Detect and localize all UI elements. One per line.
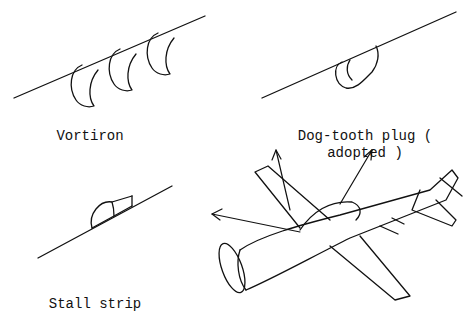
flow-arrow (212, 150, 372, 232)
leading-edge (262, 12, 456, 98)
dog-tooth-plug (336, 46, 378, 88)
leading-edge (14, 16, 205, 98)
part-name: Stall strip (30, 296, 160, 313)
part-name: Dog-tooth plug ( adopted ) (280, 128, 450, 162)
vortiron-fin (71, 33, 174, 107)
part-name: Vortiron (30, 128, 150, 145)
stall-strip (91, 196, 132, 228)
airplane (214, 166, 462, 300)
leading-edge (38, 186, 172, 258)
